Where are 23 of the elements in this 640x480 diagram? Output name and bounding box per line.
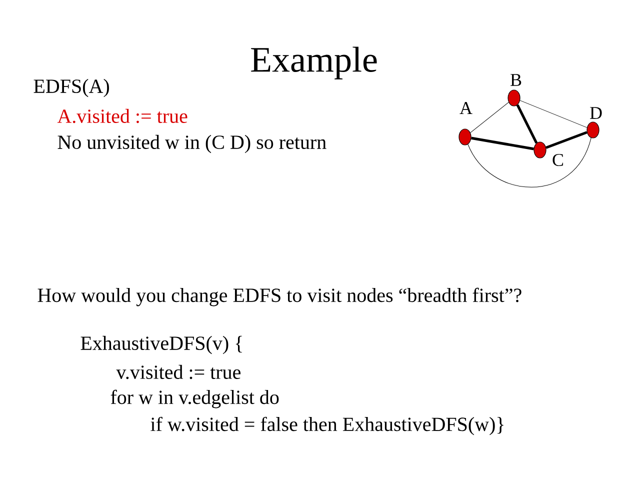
graph-edge xyxy=(470,102,509,133)
graph-edge xyxy=(471,136,534,150)
graph-vertex xyxy=(534,142,546,158)
graph-vertex xyxy=(586,122,600,138)
vertex-label: B xyxy=(510,74,522,86)
text-line: How would you change EDFS to visit nodes “breadth first”? xyxy=(38,288,522,306)
text-line: if w.visited = false then ExhaustiveDFS(w)} xyxy=(150,416,504,436)
graph-vertex xyxy=(458,128,472,146)
text-line: ExhaustiveDFS(v) { xyxy=(80,336,242,354)
vertex-label: C xyxy=(552,154,563,166)
text-line: EDFS(A) xyxy=(34,78,109,98)
graph-edge xyxy=(546,131,588,149)
text-line: v.visited := true xyxy=(116,364,240,380)
title: Example xyxy=(251,46,377,80)
graph-vertex xyxy=(508,90,520,106)
text-line: A.visited := true xyxy=(57,108,188,124)
text-line: No unvisited w in (C D) so return xyxy=(58,134,326,154)
vertex-label: A xyxy=(460,102,472,114)
text-line: for w in v.edgelist do xyxy=(110,390,279,408)
graph-edge xyxy=(520,100,588,128)
graph-edge xyxy=(468,138,592,188)
vertex-label: D xyxy=(590,107,602,119)
graph-edge xyxy=(516,104,538,144)
